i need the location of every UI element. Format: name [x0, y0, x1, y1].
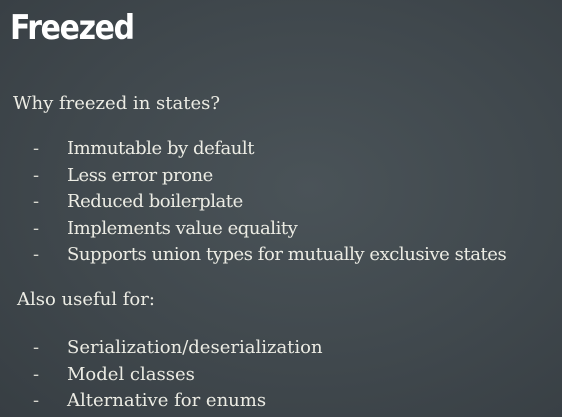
bullet-dash: - [33, 363, 40, 385]
list-item-text: Reduced boilerplate [67, 191, 243, 212]
bullet-dash: - [33, 244, 40, 265]
bullet-dash: - [33, 217, 40, 239]
list-item-text: Alternative for enums [67, 390, 267, 411]
also-useful-heading: Also useful for: [17, 289, 155, 310]
list-item-text: Model classes [67, 363, 195, 385]
bullet-dash: - [33, 191, 40, 212]
question-heading: Why freezed in states? [13, 93, 220, 114]
list-item-text: Serialization/deserialization [67, 337, 323, 358]
bullet-dash: - [33, 337, 40, 358]
list-item-text: Implements value equality [67, 217, 298, 239]
list-item-text: Immutable by default [67, 138, 255, 159]
bullet-dash: - [33, 138, 40, 159]
slide-title: Freezed [10, 8, 135, 48]
list-item-text: Supports union types for mutually exclus… [67, 244, 507, 265]
bullet-dash: - [33, 164, 40, 186]
bullet-dash: - [33, 390, 40, 411]
list-item-text: Less error prone [67, 164, 213, 186]
